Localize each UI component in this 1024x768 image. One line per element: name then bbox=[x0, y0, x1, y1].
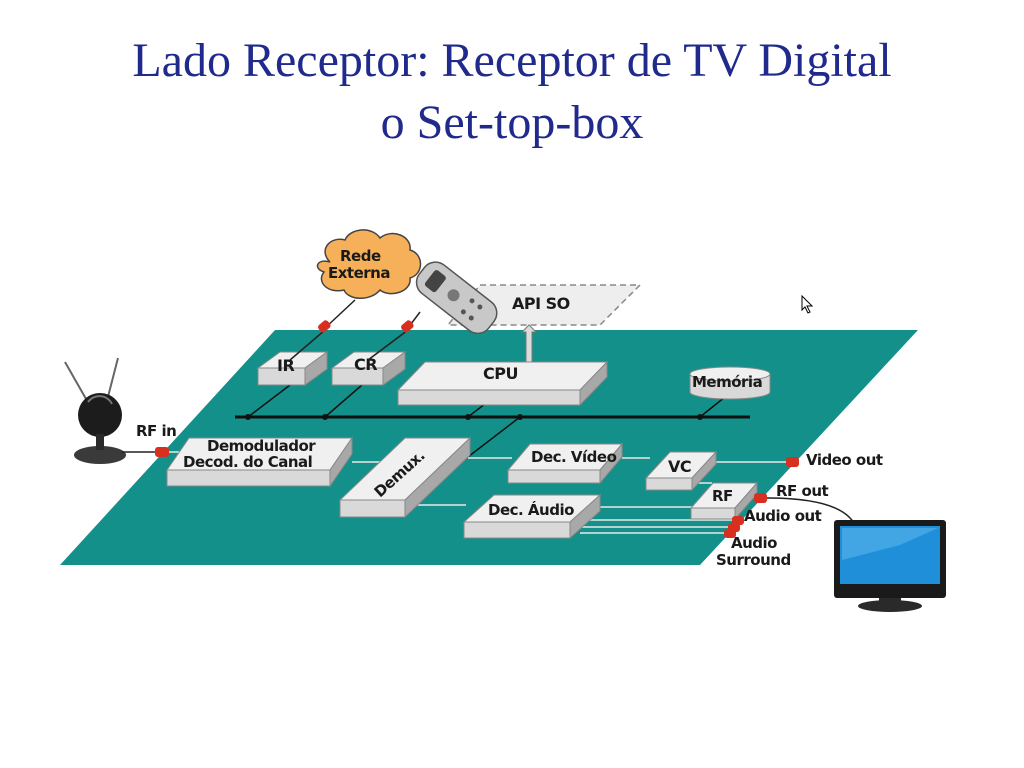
memoria-block: Memória bbox=[689, 366, 771, 400]
mouse-cursor-icon bbox=[801, 294, 814, 314]
cr-connector bbox=[401, 320, 414, 333]
vc-label: VC bbox=[668, 457, 691, 476]
remote-control-icon bbox=[415, 261, 498, 335]
audio-out-label: Audio out bbox=[744, 507, 822, 525]
demux-block: Demux. bbox=[338, 436, 472, 519]
ir-connector bbox=[318, 320, 331, 333]
cr-label: CR bbox=[354, 355, 377, 374]
cpu-block: CPU bbox=[396, 360, 609, 407]
surround-label: Surround bbox=[716, 551, 791, 569]
rf-label: RF bbox=[712, 487, 733, 505]
demod-label-1: Demodulador bbox=[207, 437, 316, 455]
page-title: Lado Receptor: Receptor de TV Digital o … bbox=[0, 30, 1024, 154]
rf-block: RF bbox=[689, 481, 759, 521]
memoria-label: Memória bbox=[692, 373, 762, 391]
dec-video-label: Dec. Vídeo bbox=[531, 448, 617, 466]
cpu-label: CPU bbox=[483, 364, 518, 383]
dec-video-block: Dec. Vídeo bbox=[506, 442, 624, 485]
audio-label: Audio bbox=[731, 534, 777, 552]
video-out-connector bbox=[786, 457, 799, 467]
cloud-label-2: Externa bbox=[328, 264, 390, 282]
rf-out-label: RF out bbox=[776, 482, 829, 500]
cloud-label-1: Rede bbox=[340, 247, 381, 265]
rf-out-connector bbox=[754, 493, 767, 503]
audio-out-connector bbox=[732, 516, 744, 525]
television-icon bbox=[834, 520, 946, 612]
ir-label: IR bbox=[277, 356, 294, 375]
antenna-icon bbox=[64, 357, 126, 464]
audio-surround-connector-2 bbox=[724, 529, 736, 538]
rf-in-connector bbox=[155, 447, 169, 457]
dec-audio-label: Dec. Áudio bbox=[488, 500, 574, 519]
demodulador-block: Demodulador Decod. do Canal bbox=[166, 436, 353, 488]
title-line-1: Lado Receptor: Receptor de TV Digital bbox=[132, 34, 892, 87]
vc-block: VC bbox=[644, 450, 718, 492]
demod-label-2: Decod. do Canal bbox=[183, 453, 312, 471]
rf-in-label: RF in bbox=[136, 422, 176, 440]
api-so-label: API SO bbox=[512, 294, 570, 313]
dec-audio-block: Dec. Áudio bbox=[462, 493, 602, 540]
rede-externa-cloud: Rede Externa bbox=[316, 229, 422, 299]
video-out-label: Video out bbox=[806, 451, 883, 469]
title-line-2: o Set-top-box bbox=[380, 96, 644, 149]
ir-block: IR bbox=[256, 351, 329, 386]
